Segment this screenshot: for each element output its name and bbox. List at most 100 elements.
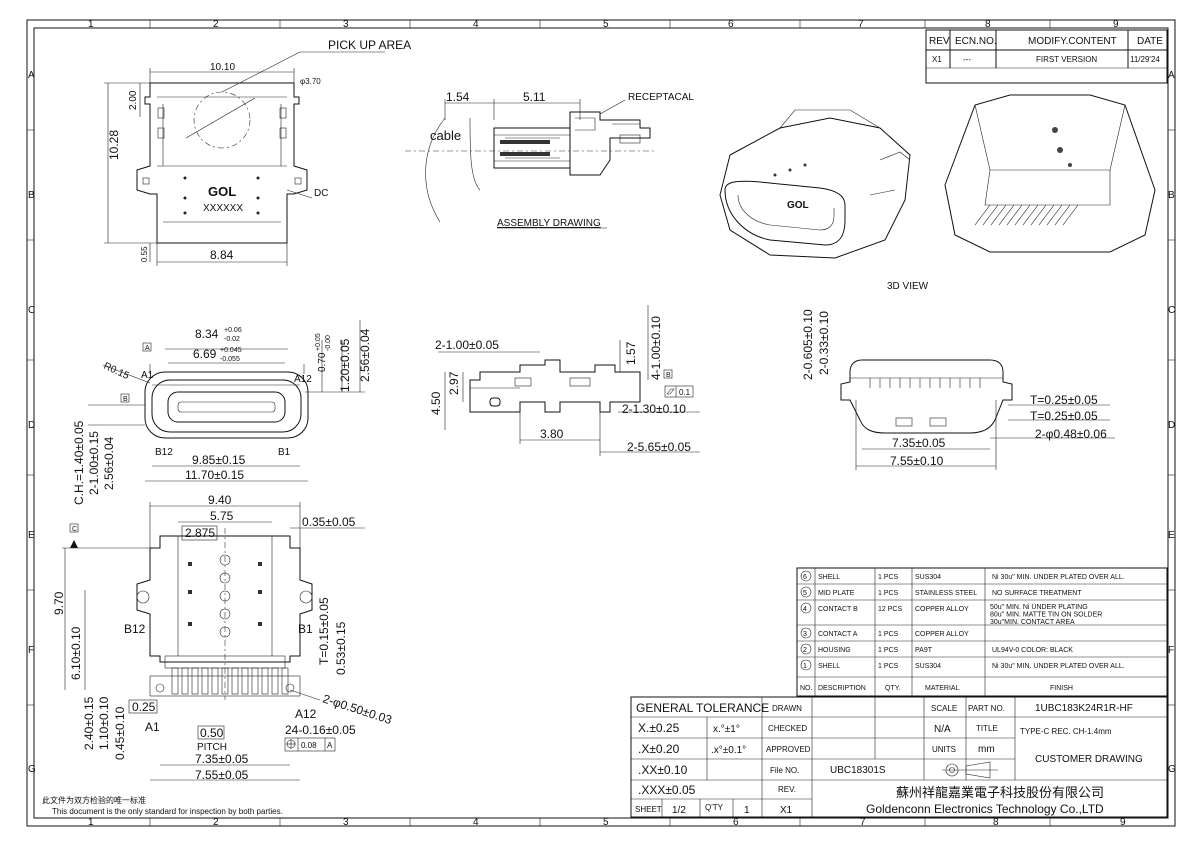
receptacle-label: RECEPTACAL: [628, 92, 694, 103]
row-label-a-right: A: [1168, 70, 1175, 81]
bom-header-material: MATERIAL: [925, 685, 960, 692]
pin-b12-front: B12: [155, 447, 173, 458]
bom-item-description: HOUSING: [818, 647, 851, 654]
col-label-8-bottom: 8: [993, 817, 999, 828]
col-label-5: 5: [603, 19, 609, 30]
pitch-label: PITCH: [197, 742, 227, 753]
bom-header-finish: FINISH: [1050, 685, 1073, 692]
dim-fp-970: 9.70: [52, 591, 66, 615]
units-value: mm: [978, 744, 995, 755]
dc-label: DC: [314, 188, 328, 199]
company-name-en: Goldenconn Electronics Technology Co.,LT…: [866, 802, 1104, 816]
dim-fp-053: 0.53±0.15: [334, 621, 348, 675]
dim-side-380: 3.80: [540, 427, 564, 441]
bom-item-description: CONTACT A: [818, 631, 858, 638]
view-3d-logo: GOL: [787, 200, 809, 211]
col-label-7: 7: [858, 19, 864, 30]
dim-rear-735: 7.35±0.05: [892, 436, 946, 450]
flatness-value: 0.1: [679, 388, 691, 397]
row-label-f-right: F: [1168, 645, 1174, 656]
view-3d-title: 3D VIEW: [887, 281, 929, 292]
projection-symbol-icon: [942, 761, 998, 779]
pin-a1-front: A1: [141, 370, 154, 381]
dim-fp-575: 5.75: [210, 509, 234, 523]
dim-fp-755: 7.55±0.05: [195, 768, 249, 782]
general-tolerance-title: GENERAL TOLERANCE: [636, 701, 769, 715]
dim-top-width: 10.10: [210, 62, 235, 73]
bom-item-balloon: [800, 643, 812, 655]
col-label-9-bottom: 9: [1120, 817, 1126, 828]
qty-value: 1: [744, 805, 750, 816]
bom-item-no: 4: [803, 606, 807, 613]
bom-item-qty: 1 PCS: [878, 647, 899, 654]
dim-side-450: 4.50: [429, 391, 443, 415]
bom-item-balloon: [800, 659, 812, 671]
approved-label: APPROVED: [766, 745, 811, 754]
rear-thickness-1: T=0.25±0.05: [1030, 393, 1098, 407]
datum-b-front: B: [123, 396, 128, 403]
col-label-4-bottom: 4: [473, 817, 479, 828]
bom-item-material: SUS304: [915, 663, 941, 670]
dim-front-834-tol-upper: +0.06: [224, 327, 242, 334]
dim-top-bottom: 8.84: [210, 248, 234, 262]
dim-fp-735: 7.35±0.05: [195, 752, 249, 766]
position-datum: A: [327, 741, 333, 750]
part-no-value: 1UBC183K24R1R-HF: [1035, 703, 1133, 714]
datum-b-side: B: [666, 372, 671, 379]
bom-item-finish: 80u" MIN. MATTE TIN ON SOLDER: [990, 612, 1102, 619]
row-label-g-right: G: [1168, 764, 1176, 775]
front-view: 8.34 +0.06 -0.02 6.69 +0.045 -0.055 A R0…: [72, 320, 372, 505]
dim-assembly-1: 1.54: [446, 90, 470, 104]
rev-header-ecn: ECN.NO.: [955, 36, 997, 47]
dim-front-radius: R0.15: [102, 361, 131, 382]
rev-header-date: DATE: [1137, 36, 1163, 47]
row-label-f: F: [28, 645, 34, 656]
dim-fp-045: 0.45±0.10: [113, 706, 127, 760]
bom-item-balloon: [800, 570, 812, 582]
dim-side-4100: 4-1.00±0.10: [649, 316, 663, 380]
rev-value-ecn: ---: [963, 55, 971, 64]
bom-item-no: 1: [803, 663, 807, 670]
bom-item-no: 3: [803, 631, 807, 638]
bom-item-description: SHELL: [818, 574, 840, 581]
dim-front-834: 8.34: [195, 327, 219, 341]
col-label-2: 2: [213, 19, 219, 30]
bom-item-qty: 1 PCS: [878, 663, 899, 670]
units-label: UNITS: [932, 745, 956, 754]
tolerance-angle: x.°±1°: [713, 724, 740, 735]
row-label-c: C: [28, 305, 35, 316]
rev-value-rev: X1: [932, 55, 942, 64]
bom-item-qty: 12 PCS: [878, 606, 902, 613]
bom-item-finish: 30u"MIN. CONTACT AREA: [990, 619, 1075, 626]
footprint-view: 9.40 5.75 2.875 0.35±0.05 C 9.70 6.10±0.…: [52, 493, 394, 782]
rev-header-rev: REV.: [929, 36, 951, 47]
cable-label: cable: [430, 128, 461, 143]
tolerance-angle-decimal: .x°±0.1°: [711, 745, 746, 756]
dim-hole-diameter: φ3.70: [300, 77, 321, 86]
sheet-value: 1/2: [672, 805, 686, 816]
dim-fp-240: 2.40±0.15: [82, 696, 96, 750]
dim-front-834-tol-lower: -0.02: [224, 336, 240, 343]
datum-c-footprint: C: [72, 526, 77, 533]
pin-b1-front: B1: [278, 447, 291, 458]
col-label-7-bottom: 7: [860, 817, 866, 828]
bom-item-finish: NO SURFACE TREATMENT: [992, 590, 1082, 597]
bom-item-description: SHELL: [818, 663, 840, 670]
assembly-drawing-title: ASSEMBLY DRAWING: [497, 218, 601, 229]
bom-headers: NO. DESCRIPTION QTY. MATERIAL FINISH: [800, 685, 1073, 692]
dim-front-070: 0.70: [317, 352, 328, 372]
col-label-1-bottom: 1: [88, 817, 94, 828]
top-view-marking: XXXXXX: [203, 203, 243, 214]
rear-thickness-2: T=0.25±0.05: [1030, 409, 1098, 423]
top-view-logo: GOL: [208, 184, 236, 199]
bom-item-finish: 50u" MIN. Ni UNDER PLATING: [990, 604, 1088, 611]
bom-header-qty: QTY.: [885, 685, 900, 692]
col-label-9: 9: [1113, 19, 1119, 30]
checked-label: CHECKED: [768, 724, 807, 733]
bom-item-qty: 1 PCS: [878, 574, 899, 581]
dim-side-2100: 2-1.00±0.05: [435, 338, 499, 352]
dim-fp-pitch: 0.50: [200, 726, 224, 740]
rev-value-date: 11/29'24: [1130, 55, 1160, 64]
row-label-g: G: [28, 764, 36, 775]
col-label-8: 8: [985, 19, 991, 30]
